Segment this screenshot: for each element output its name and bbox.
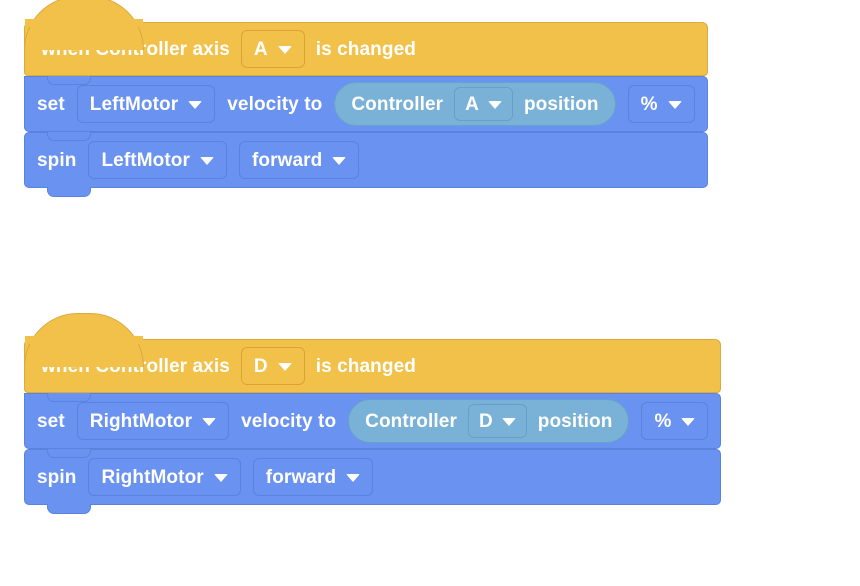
chevron-down-icon	[202, 417, 217, 426]
block-label-velocity-to: velocity to	[241, 410, 337, 432]
chevron-down-icon	[487, 100, 502, 109]
block-label-is-changed: is changed	[315, 38, 416, 60]
chevron-down-icon	[188, 100, 203, 109]
chevron-down-icon	[667, 100, 682, 109]
direction-dropdown[interactable]: forward	[238, 141, 360, 179]
block-bottom-tab-seam	[48, 502, 90, 505]
motor-dropdown[interactable]: RightMotor	[76, 402, 230, 440]
motor-dropdown[interactable]: LeftMotor	[88, 141, 227, 179]
motor-dropdown-value: RightMotor	[101, 466, 204, 488]
script-stack-right-motor[interactable]: when Controller axis D is changed set Ri…	[24, 313, 722, 514]
block-label-set: set	[37, 410, 65, 432]
reporter-label-controller: Controller	[365, 410, 457, 432]
command-block-spin-motor[interactable]: spin LeftMotor forward	[24, 132, 708, 197]
motor-dropdown-value: RightMotor	[89, 410, 193, 432]
command-block-spin-motor[interactable]: spin RightMotor forward	[24, 449, 722, 514]
motor-dropdown-value: LeftMotor	[101, 149, 190, 171]
units-dropdown[interactable]: %	[641, 402, 709, 440]
chevron-down-icon	[277, 45, 292, 54]
command-block-set-motor-velocity[interactable]: set RightMotor velocity to Controller D …	[24, 393, 722, 449]
reporter-label-position: position	[523, 93, 599, 115]
block-top-notch	[47, 132, 91, 141]
chevron-down-icon	[199, 156, 214, 165]
axis-dropdown[interactable]: A	[454, 87, 513, 121]
axis-dropdown-value: A	[253, 38, 268, 60]
units-dropdown[interactable]: %	[627, 85, 695, 123]
block-bottom-tab-seam	[48, 185, 90, 188]
units-dropdown-value: %	[640, 93, 658, 115]
chevron-down-icon	[213, 473, 228, 482]
direction-dropdown[interactable]: forward	[252, 458, 374, 496]
chevron-down-icon	[681, 417, 696, 426]
motor-dropdown[interactable]: LeftMotor	[76, 85, 216, 123]
reporter-controller-axis-position[interactable]: Controller A position	[334, 82, 616, 126]
block-label-when-controller-axis: when Controller axis	[41, 355, 230, 377]
block-top-notch	[47, 393, 91, 402]
axis-dropdown[interactable]: D	[240, 347, 305, 385]
script-stack-left-motor[interactable]: when Controller axis A is changed set Le…	[24, 0, 708, 197]
chevron-down-icon	[346, 473, 361, 482]
block-label-spin: spin	[37, 466, 77, 488]
axis-dropdown-value: D	[478, 410, 493, 432]
axis-dropdown-value: D	[253, 355, 268, 377]
motor-dropdown[interactable]: RightMotor	[88, 458, 241, 496]
reporter-label-position: position	[537, 410, 613, 432]
units-dropdown-value: %	[654, 410, 672, 432]
block-bottom-tab	[47, 187, 91, 197]
motor-dropdown-value: LeftMotor	[89, 93, 179, 115]
reporter-label-controller: Controller	[351, 93, 444, 115]
reporter-controller-axis-position[interactable]: Controller D position	[348, 399, 630, 443]
hat-block-when-controller-axis-changed[interactable]: when Controller axis A is changed	[24, 0, 708, 76]
axis-dropdown[interactable]: D	[467, 404, 527, 438]
direction-dropdown-value: forward	[265, 466, 337, 488]
block-label-velocity-to: velocity to	[227, 93, 323, 115]
block-top-notch	[47, 449, 91, 458]
hat-block-when-controller-axis-changed[interactable]: when Controller axis D is changed	[24, 313, 722, 393]
chevron-down-icon	[277, 362, 292, 371]
direction-dropdown-value: forward	[251, 149, 323, 171]
axis-dropdown[interactable]: A	[240, 30, 305, 68]
chevron-down-icon	[332, 156, 347, 165]
block-label-spin: spin	[37, 149, 77, 171]
command-block-set-motor-velocity[interactable]: set LeftMotor velocity to Controller A p…	[24, 76, 708, 132]
block-top-notch	[47, 76, 91, 85]
block-label-is-changed: is changed	[315, 355, 416, 377]
axis-dropdown-value: A	[465, 93, 479, 115]
block-label-set: set	[37, 93, 65, 115]
block-label-when-controller-axis: when Controller axis	[41, 38, 230, 60]
chevron-down-icon	[501, 417, 516, 426]
block-bottom-tab	[47, 504, 91, 514]
